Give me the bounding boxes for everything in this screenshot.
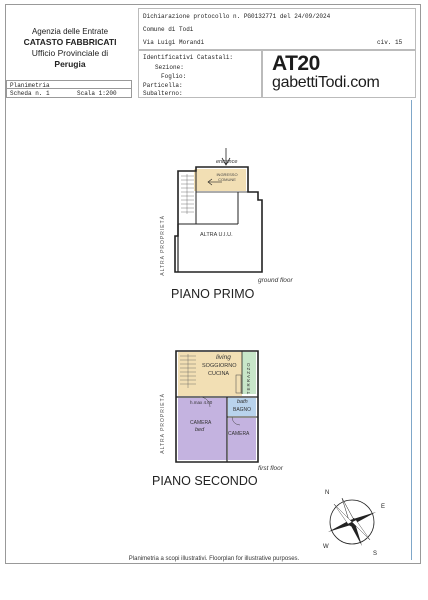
foglio-label: Foglio:	[161, 73, 187, 80]
bagno-label: BAGNO	[233, 407, 252, 413]
logo-at20: AT20	[272, 52, 320, 75]
living-label: living	[216, 354, 231, 361]
entrance-area	[194, 169, 246, 191]
soggiorno-label: SOGGIORNO	[202, 363, 237, 369]
agency-header: Agenzia delle Entrate CATASTO FABBRICATI…	[6, 26, 134, 70]
document-frame	[5, 4, 421, 564]
compass-s: S	[373, 551, 378, 557]
cadastral-ids-box: Identificativi Catastali: Sezione: Fogli…	[138, 50, 262, 98]
agency-line3: Ufficio Provinciale di	[31, 48, 109, 58]
bath-label: bath	[237, 399, 248, 405]
floor1-subtitle: ground floor	[258, 277, 293, 284]
agency-line2: CATASTO FABBRICATI	[23, 37, 117, 47]
declaration-box: Dichiarazione protocollo n. PG0132771 de…	[138, 8, 416, 50]
bed-label: bed	[195, 427, 205, 433]
dimension-line	[411, 100, 412, 560]
address-text: Via Luigi Morandi	[143, 39, 205, 46]
ingresso-label: INGRESSO COMUNE	[216, 172, 238, 182]
hmax-label: h.max 4.00	[190, 400, 213, 405]
bath-area	[228, 398, 256, 416]
altra-uiu-label: ALTRA U.I.U.	[200, 232, 233, 238]
entrance-label: entrance	[216, 159, 238, 165]
particella-label: Particella:	[143, 82, 183, 89]
bedroom-2-area	[228, 418, 256, 460]
floor1-title: PIANO PRIMO	[171, 287, 255, 301]
planimetria-box: Planimetria Scheda n. 1 Scala 1:200	[6, 80, 132, 98]
altra-proprieta-label-1: ALTRA PROPRIETÀ	[160, 215, 166, 276]
comune-text: Comune di Todi	[143, 26, 194, 33]
agency-line1: Agenzia delle Entrate	[31, 27, 109, 36]
living-area	[178, 352, 242, 396]
scala-label: Scala 1:200	[77, 90, 117, 97]
camera-2-label: CAMERA	[228, 431, 250, 437]
agency-line4: Perugia	[54, 59, 86, 69]
planimetria-divider	[6, 88, 132, 89]
logo-website: gabettiTodi.com	[272, 74, 380, 91]
logo-box	[262, 50, 416, 98]
plan-piano-secondo	[175, 350, 259, 463]
footer-note: Planimetria a scopi illustrativi. Floorp…	[128, 556, 300, 562]
cadastral-title: Identificativi Catastali:	[143, 54, 234, 61]
altra-proprieta-label-2: ALTRA PROPRIETÀ	[160, 393, 166, 454]
camera-1-label: CAMERA	[190, 420, 212, 426]
sezione-label: Sezione:	[155, 64, 184, 71]
cucina-label: CUCINA	[208, 371, 230, 377]
civic-number: civ. 15	[377, 39, 403, 46]
terrace-area	[242, 352, 256, 394]
compass-e: E	[381, 504, 386, 510]
subalterno-label: Subalterno:	[143, 90, 183, 97]
floor2-title: PIANO SECONDO	[152, 474, 258, 488]
compass-rose	[328, 497, 376, 546]
compass-n: N	[325, 490, 330, 496]
bedroom-1-area	[178, 398, 227, 460]
plan-piano-primo	[174, 148, 263, 273]
planimetria-title: Planimetria	[10, 82, 50, 89]
floor2-subtitle: first floor	[258, 465, 283, 472]
declaration-text: Dichiarazione protocollo n. PG0132771 de…	[143, 13, 331, 20]
scheda-label: Scheda n. 1	[10, 90, 50, 97]
compass-w: W	[323, 544, 329, 550]
terrazzo-label: TERRAZZO	[246, 362, 251, 395]
